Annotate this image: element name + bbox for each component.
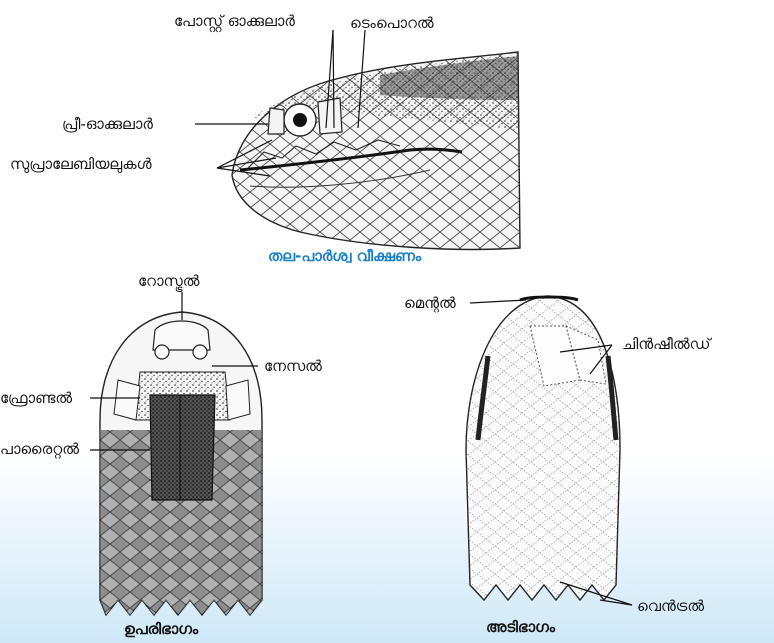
label-frontal: ഫ്രോണ്ടൽ [0,389,72,407]
label-mental: മെന്റൽ [404,294,456,312]
label-rostral: റോസ്ട്രൽ [138,272,200,290]
caption-bottom-view: അടിഭാഗം [486,618,555,636]
label-parietal: പാരൈറ്റൽ [0,440,79,458]
label-chin-shield: ചിൻഷീൽഡ് [622,335,710,353]
label-temporal: ടെംപൊറൽ [350,14,434,32]
bottom-view-head [466,296,620,600]
label-nasal: നേസൽ [264,357,322,375]
label-ventral: വെൻട്രൽ [637,597,704,615]
caption-top-view: ഉപരിഭാഗം [124,620,198,638]
label-post-ocular: പോസ്റ്റ് ഓക്കുലാർ [174,12,295,30]
label-pre-ocular: പ്രീ-ഓക്കുലാർ [62,115,153,133]
side-view-head [232,52,520,249]
label-supralabials: സുപ്രാലേബിയലുകൾ [10,155,152,173]
caption-side-view: തല-പാർശ്വ വീക്ഷണം [268,247,421,265]
top-view-head [100,312,262,615]
